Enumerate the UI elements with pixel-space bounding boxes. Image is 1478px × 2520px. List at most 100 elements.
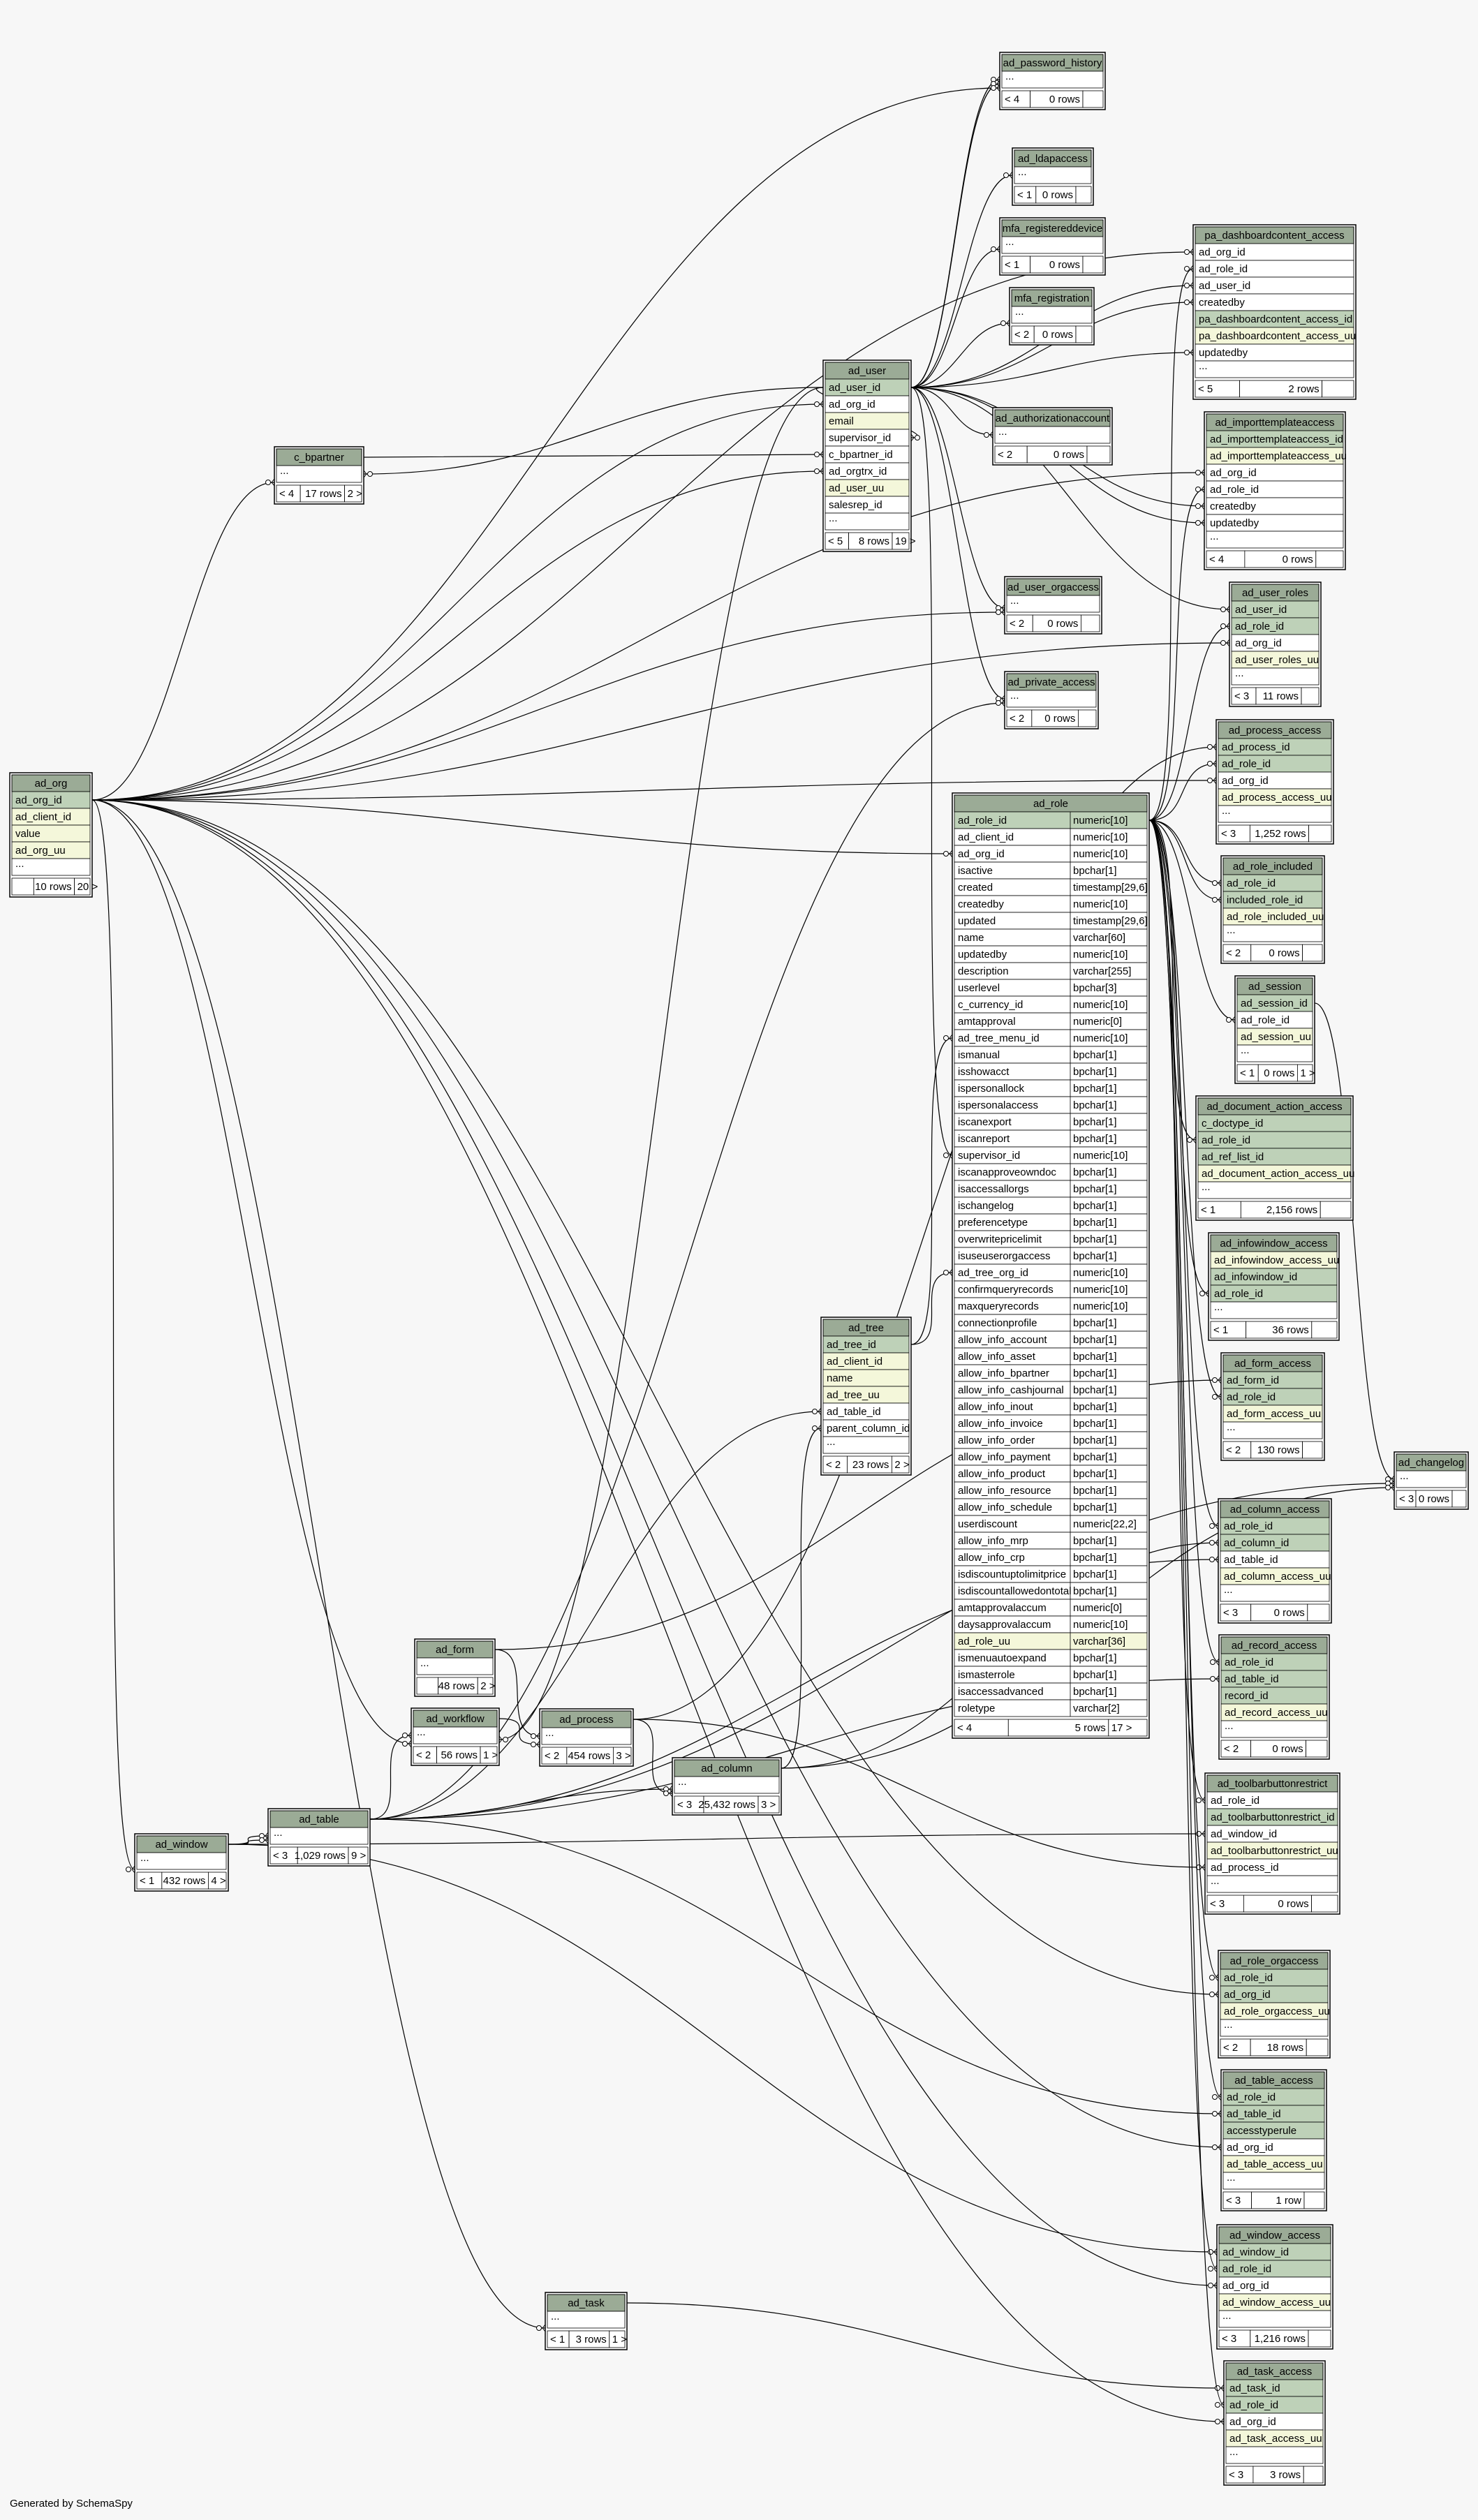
footer-parents: < 5 [828, 535, 843, 547]
zero-marker [1195, 520, 1201, 526]
table-ad_role_included[interactable]: ad_role_includedad_role_idincluded_role_… [1220, 855, 1325, 964]
ellipsis-marker: ... [15, 858, 24, 870]
column-name: ismenuautoexpand [958, 1652, 1047, 1664]
table-ad_process_access[interactable]: ad_process_accessad_process_idad_role_id… [1215, 719, 1334, 845]
footer-parents: < 1 [1017, 189, 1032, 201]
column-name: ad_role_id [1235, 621, 1284, 632]
ellipsis-marker: ... [1010, 595, 1019, 607]
table-pa_dashboardcontent_access[interactable]: pa_dashboardcontent_accessad_org_idad_ro… [1192, 224, 1357, 400]
ellipsis-marker: ... [274, 1827, 283, 1839]
footer-row-count: 8 rows [859, 535, 889, 547]
column-name: ad_org_id [958, 848, 1005, 860]
table-ad_session[interactable]: ad_sessionad_session_idad_role_idad_sess… [1234, 975, 1315, 1084]
zero-marker [531, 1742, 536, 1747]
column-type: bpchar[1] [1073, 1401, 1117, 1413]
column-type: bpchar[1] [1073, 1233, 1117, 1245]
zero-marker [943, 1035, 949, 1041]
column-name: ad_client_id [15, 811, 71, 823]
ellipsis-marker: ... [827, 1436, 836, 1448]
table-ad_infowindow_access[interactable]: ad_infowindow_accessad_infowindow_access… [1208, 1232, 1340, 1341]
zero-marker [1220, 607, 1226, 612]
table-title: ad_session [1248, 981, 1301, 993]
column-name: ad_org_id [1222, 2280, 1269, 2292]
column-name: ad_org_id [1222, 775, 1269, 787]
footer-cell [1250, 2329, 1309, 2348]
column-name: ad_table_id [1225, 1673, 1279, 1685]
ellipsis-marker: ... [1227, 924, 1236, 936]
table-header [1011, 289, 1093, 307]
table-title: pa_dashboardcontent_access [1204, 230, 1344, 242]
table-ad_window_access[interactable]: ad_window_accessad_window_idad_role_idad… [1216, 2224, 1333, 2350]
table-ad_task_access[interactable]: ad_task_accessad_task_idad_role_idad_org… [1223, 2360, 1326, 2486]
footer-children: 1 > [612, 2334, 628, 2345]
table-ad_record_access[interactable]: ad_record_accessad_role_idad_table_idrec… [1218, 1634, 1330, 1760]
table-ad_org[interactable]: ad_orgad_org_idad_client_idvaluead_org_u… [9, 772, 98, 898]
column-name: c_currency_id [958, 999, 1023, 1011]
relationship-line [910, 1037, 953, 1345]
column-row [954, 1381, 1148, 1399]
table-ad_tree[interactable]: ad_treead_tree_idad_client_idnamead_tree… [820, 1317, 912, 1476]
column-row [11, 791, 91, 809]
column-name: allow_info_inout [958, 1401, 1033, 1413]
table-ad_user_roles[interactable]: ad_user_rolesad_user_idad_role_idad_org_… [1229, 581, 1322, 707]
table-ad_importtemplateaccess[interactable]: ad_importtemplateaccessad_importtemplate… [1204, 411, 1347, 570]
footer-cell [822, 1455, 848, 1474]
table-ad_role_orgaccess[interactable]: ad_role_orgaccessad_role_idad_org_idad_r… [1218, 1950, 1331, 2059]
table-title: c_bpartner [294, 452, 344, 464]
table-ad_table_access[interactable]: ad_table_accessad_role_idad_table_idacce… [1220, 2069, 1327, 2211]
footer-parents: < 1 [550, 2334, 565, 2345]
column-row [1222, 1371, 1323, 1389]
ellipsis-marker: ... [1018, 166, 1027, 178]
relationship-line [1148, 820, 1236, 1021]
ellipsis-row [276, 465, 362, 483]
column-row [825, 378, 910, 396]
footer-cell [1250, 1441, 1303, 1459]
footer-cell [541, 1747, 568, 1765]
zero-marker [402, 1741, 408, 1747]
table-ad_user[interactable]: ad_userad_user_idad_org_idemailsuperviso… [822, 360, 916, 552]
relationship-line [1148, 489, 1205, 821]
table-ad_column_access[interactable]: ad_column_accessad_role_idad_column_idad… [1218, 1498, 1332, 1624]
column-name: pa_dashboardcontent_access_id [1199, 313, 1352, 325]
relationship-line [1148, 820, 1225, 2406]
zero-marker [814, 452, 820, 457]
relationship-line [1148, 820, 1222, 1398]
table-header [413, 1710, 498, 1728]
footer-cell [1086, 445, 1111, 464]
column-row [822, 1369, 910, 1387]
column-name: ad_role_id [1202, 1134, 1250, 1146]
table-ad_document_action_access[interactable]: ad_document_action_accessc_doctype_idad_… [1195, 1095, 1354, 1221]
table-header [1006, 673, 1097, 691]
column-name: isdiscountallowedontotal [958, 1585, 1072, 1597]
relationship-line [369, 1818, 1222, 2114]
column-row [954, 1314, 1148, 1332]
column-name: salesrep_id [829, 499, 882, 511]
footer-parents: < 2 [416, 1749, 431, 1761]
relationship-line [91, 87, 1000, 801]
relationship-line [1148, 820, 1219, 1527]
footer-cell [1032, 614, 1081, 632]
table-ad_form_access[interactable]: ad_form_accessad_form_idad_role_idad_for… [1220, 1352, 1325, 1461]
column-name: ad_org_id [1235, 637, 1282, 649]
footer-parents: < 4 [1005, 94, 1019, 105]
table-ad_toolbarbuttonrestrict[interactable]: ad_toolbarbuttonrestrictad_role_idad_too… [1204, 1772, 1340, 1915]
relationship-line [494, 1649, 540, 1737]
column-row [1218, 755, 1332, 773]
